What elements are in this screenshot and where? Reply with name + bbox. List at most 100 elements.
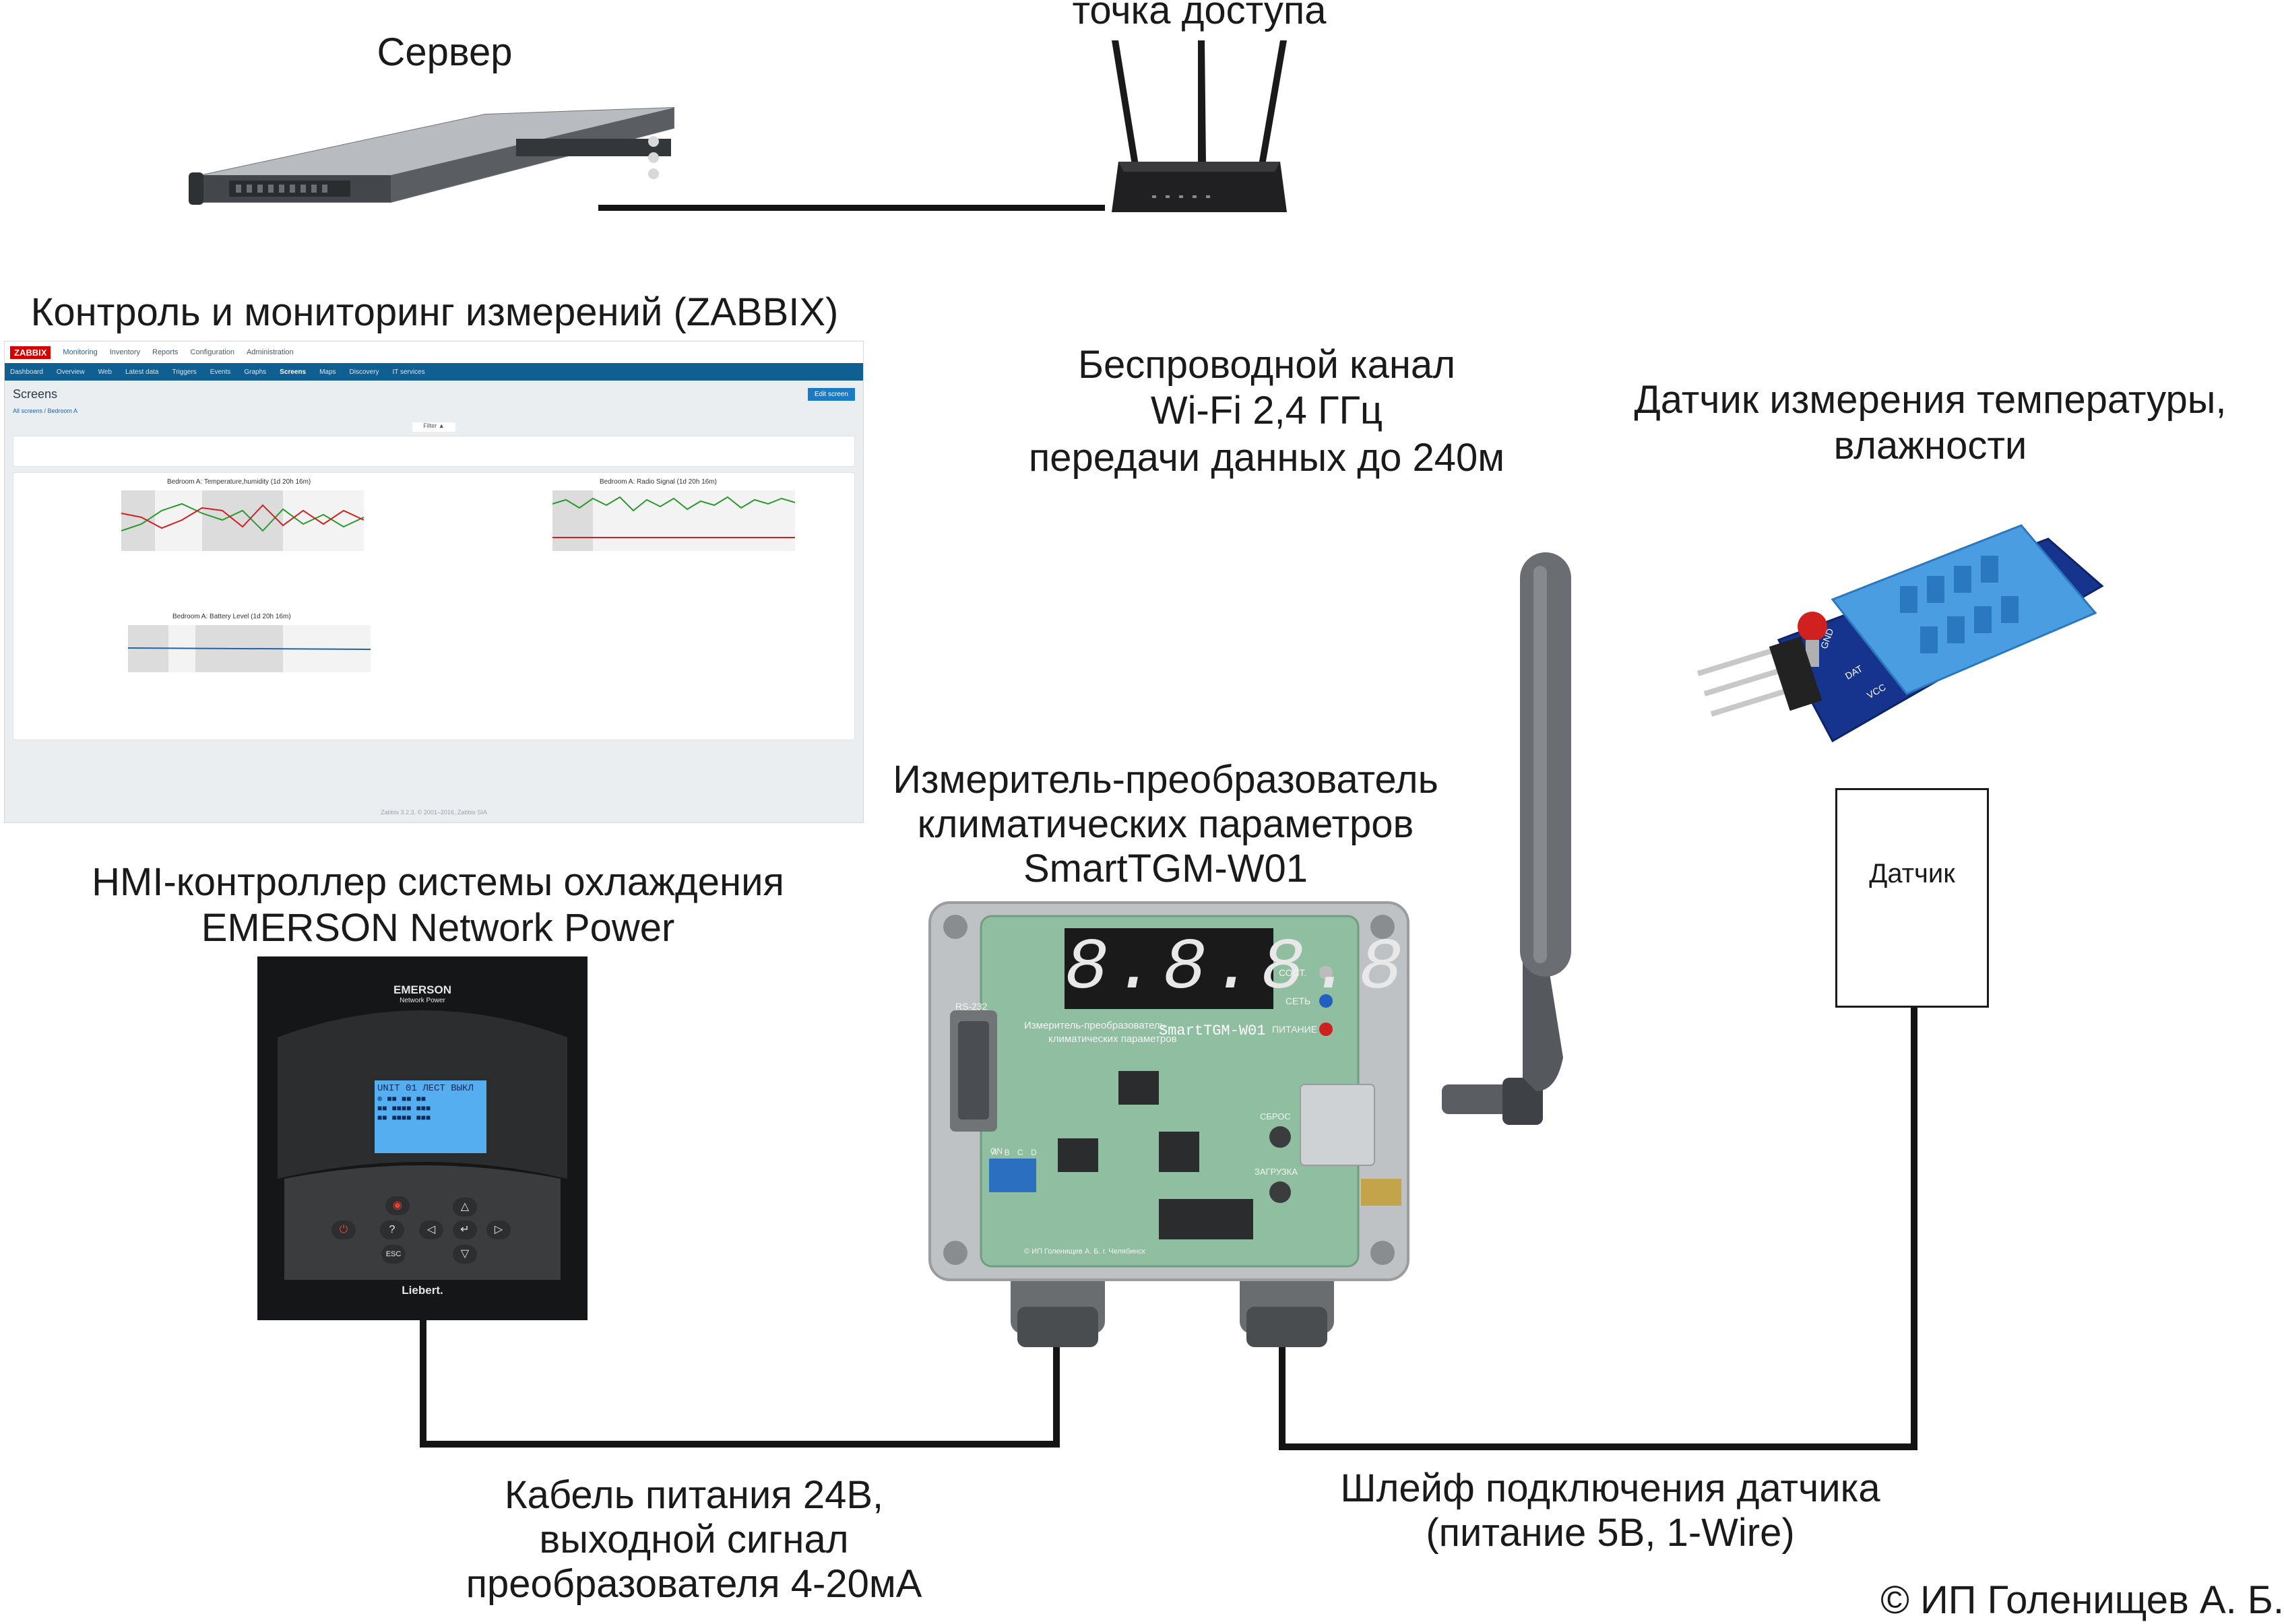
zabbix-graph-title-radio: Bedroom A: Radio Signal (1d 20h 16m) [600,478,717,486]
zabbix-nav-dashboard[interactable]: Dashboard [10,368,43,376]
cable-power-line-2: выходной сигнал [539,1518,849,1561]
sensor-title-line-1: Датчик измерения температуры, [1634,378,2227,422]
device-maker: © ИП Голенищев А. Б. г. Челябинск [1024,1247,1145,1256]
zabbix-nav-web[interactable]: Web [98,368,112,376]
emerson-up-key[interactable]: △ [453,1198,477,1216]
copyright: © ИП Голенищев А. Б. [1880,1578,2284,1622]
emerson-esc-key[interactable]: ESC [381,1245,406,1264]
zabbix-timeline-bar[interactable] [13,436,855,467]
zabbix-nav-events[interactable]: Events [210,368,231,376]
hmi-title-line-2: EMERSON Network Power [201,906,675,950]
converter-title-line-1: Измеритель-преобразователь [893,758,1438,802]
zabbix-nav-screens[interactable]: Screens [280,368,307,376]
access-point-label: точка доступа [1072,0,1327,32]
zabbix-breadcrumb[interactable]: All screens / Bedroom A [13,408,78,414]
zabbix-edit-screen-button[interactable]: Edit screen [807,387,855,401]
emerson-subbrand: Network Power [400,997,445,1004]
zabbix-nav-triggers[interactable]: Triggers [172,368,197,376]
device-dip-switch[interactable] [989,1159,1036,1192]
power-cable-vertical-left [420,1320,426,1447]
zabbix-graph-temperature [121,490,364,551]
zabbix-footer: Zabbix 3.2.3. © 2001–2016, Zabbix SIA [381,809,487,816]
converter-title-line-2: климатических параметров [917,802,1414,846]
liebert-brand: Liebert. [402,1284,443,1297]
device-board-caption-1: Измеритель-преобразователь [1024,1020,1166,1031]
zabbix-menu-monitoring[interactable]: Monitoring [63,348,98,356]
device-boot-label: ЗАГРУЗКА [1255,1167,1298,1177]
zabbix-menu-inventory[interactable]: Inventory [109,348,140,356]
zabbix-page-header: Screens Edit screen [5,381,863,408]
emerson-alarm-key[interactable]: ◉ [385,1196,410,1215]
emerson-enter-key[interactable]: ↵ [453,1221,477,1239]
zabbix-subnav: Dashboard Overview Web Latest data Trigg… [5,363,863,381]
zabbix-nav-graphs[interactable]: Graphs [244,368,267,376]
smarttgm-enclosure [928,901,1409,1347]
antenna-illustration [1442,552,1571,1125]
zabbix-nav-overview[interactable]: Overview [56,368,85,376]
zabbix-nav-maps[interactable]: Maps [319,368,336,376]
zabbix-graphs-panel: Bedroom A: Temperature,humidity (1d 20h … [13,472,855,740]
device-dip-label: A B C D [992,1148,1040,1157]
cable-power-line-1: Кабель питания 24В, [504,1473,884,1517]
lcd-line-2: ⊕ ■■ ■■ ■■ [377,1095,426,1104]
emerson-right-key[interactable]: ▷ [486,1221,511,1239]
device-reset-button[interactable] [1269,1126,1291,1148]
zabbix-graph-title-battery: Bedroom A: Battery Level (1d 20h 16m) [172,613,291,620]
zabbix-menu-administration[interactable]: Administration [246,348,294,356]
sensor-loop-line-1: Шлейф подключения датчика [1340,1466,1880,1510]
wireless-line-2: Wi-Fi 2,4 ГГц [1150,389,1383,432]
emerson-help-key[interactable]: ? [380,1221,404,1239]
device-boot-button[interactable] [1269,1181,1291,1203]
server-label: Сервер [377,30,513,74]
wireless-line-3: передачи данных до 240м [1028,436,1505,480]
device-board-caption-2: климатических параметров [1048,1033,1177,1045]
emerson-brand: EMERSON [393,983,451,996]
sensor-loop-horizontal [1279,1443,1917,1450]
converter-title-line-3: SmartTGM-W01 [1023,847,1308,890]
zabbix-logo: ZABBIX [10,346,51,359]
zabbix-menu-configuration[interactable]: Configuration [190,348,234,356]
device-reset-label: СБРОС [1260,1111,1291,1122]
device-port-label: RS-232 [955,1001,988,1012]
sensor-box-label: Датчик [1869,859,1955,888]
power-cable-vertical-right [1053,1347,1060,1448]
device-board-name: SmartTGM-W01 [1159,1022,1266,1039]
emerson-power-key[interactable]: ⏻ [331,1221,356,1239]
sensor-title-line-2: влажности [1833,424,2027,467]
device-status-power: ПИТАНИЕ [1272,1024,1318,1035]
zabbix-topbar: ZABBIX Monitoring Inventory Reports Conf… [5,342,863,363]
zabbix-graph-battery [127,625,371,672]
emerson-hmi-panel: EMERSON Network Power UNIT 01 ЛЕСТ ВЫКЛ … [257,956,588,1320]
zabbix-menu-reports[interactable]: Reports [152,348,179,356]
router-illustration [1112,40,1287,212]
device-display: 8.8.8.8 [1065,928,1408,1010]
server-rack-illustration [189,106,674,205]
sensor-loop-line-2: (питание 5В, 1-Wire) [1426,1511,1795,1555]
sensor-loop-vertical-left [1279,1347,1286,1450]
hmi-title-line-1: HMI-контроллер системы охлаждения [92,860,784,904]
zabbix-graph-radio [552,490,796,551]
zabbix-nav-latest-data[interactable]: Latest data [125,368,159,376]
zabbix-page-title: Screens [13,387,58,401]
cable-power-line-3: преобразователя 4-20мА [466,1562,922,1606]
emerson-lcd: UNIT 01 ЛЕСТ ВЫКЛ ⊕ ■■ ■■ ■■ ■■ ■■■■ ■■■… [371,1076,490,1157]
zabbix-nav-it-services[interactable]: IT services [392,368,425,376]
dht11-sensor-module [1696,524,2104,743]
zabbix-title: Контроль и мониторинг измерений (ZABBIX) [30,290,839,334]
zabbix-filter-tab[interactable]: Filter ▲ [412,422,455,432]
wireless-line-1: Беспроводной канал [1077,343,1456,387]
power-cable-horizontal [420,1441,1060,1448]
lcd-line-3: ■■ ■■■■ ■■■ [377,1104,431,1113]
lcd-line-4: ■■ ■■■■ ■■■ [377,1113,431,1123]
emerson-down-key[interactable]: ▽ [453,1245,477,1264]
network-cable [598,205,1105,211]
device-status-sost: СОСТ. [1279,967,1307,978]
device-dip-on: ON [990,1146,1003,1156]
lcd-line-1: UNIT 01 ЛЕСТ ВЫКЛ [377,1083,474,1094]
zabbix-nav-discovery[interactable]: Discovery [349,368,379,376]
emerson-left-key[interactable]: ◁ [419,1221,443,1239]
device-status-set: СЕТЬ [1286,996,1311,1006]
sensor-loop-vertical-right [1911,1008,1917,1450]
sensor-box: Датчик [1835,788,1989,1008]
zabbix-graph-title-temp: Bedroom A: Temperature,humidity (1d 20h … [167,478,311,486]
